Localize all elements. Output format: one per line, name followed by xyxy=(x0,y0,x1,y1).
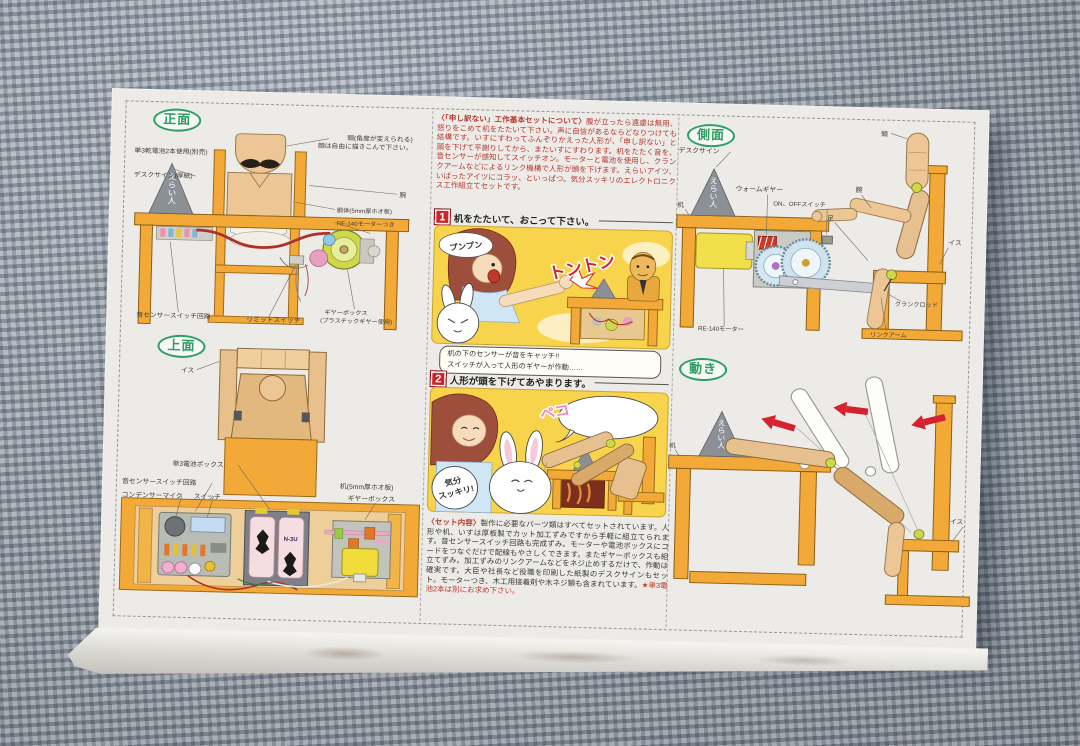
step1-rule xyxy=(598,220,673,224)
label-head-1: 頭(角度が変えられる) xyxy=(347,133,413,143)
battery-label: N-3U xyxy=(284,537,298,543)
side-view-chair-figure xyxy=(811,132,963,342)
contents-heading: 〈セット内容〉 xyxy=(427,517,481,528)
comic1-boss xyxy=(626,251,660,302)
movement-labels: 机 イス xyxy=(669,441,964,541)
step1-title: 机をたたいて、おこって下さい。 xyxy=(453,213,595,228)
comic2-chair xyxy=(617,436,665,515)
label-sensor-circuit: 音センサースイッチ回路 xyxy=(136,310,211,321)
red-arrow xyxy=(761,415,796,432)
impact-flash xyxy=(569,267,598,289)
sfx-punpun: プンプン xyxy=(449,239,483,252)
label-desk: 机 xyxy=(677,200,684,209)
label-body: 胴体(5mm厚ホオ板) xyxy=(337,206,392,215)
label-gearbox: ギヤーボックス xyxy=(348,495,396,504)
step2-title: 人形が頭を下げてあやまります。 xyxy=(449,375,592,390)
label-sensor-circuit: 音センサースイッチ回路 xyxy=(122,476,197,487)
comic2-relief-bubble: 気分 スッキリ! xyxy=(431,466,479,510)
desk-sign: えらい人 xyxy=(148,162,194,215)
solid-figure-bowing xyxy=(725,437,925,577)
label-motor: RE-140モーター xyxy=(698,324,744,333)
red-arrow xyxy=(833,401,869,417)
label-limit-switch: リミットスイッチ xyxy=(246,316,300,325)
movement-sign-text: えらい人 xyxy=(716,419,726,449)
front-view-labels: 頭(角度が変えられる) 顔は自由に描きこんで下さい。 単3乾電池2本使用(別売)… xyxy=(134,133,413,327)
label-arm: 腕 xyxy=(856,185,863,194)
battery-pattern xyxy=(255,529,270,554)
label-chair: イス xyxy=(948,239,962,247)
label-crank-rod: クランクロッド xyxy=(895,301,938,309)
movement-chair xyxy=(884,395,970,607)
label-worm-gear: ウォームギヤー xyxy=(736,185,784,194)
label-switch: スイッチ xyxy=(194,493,222,502)
label-batteries: 単3乾電池2本使用(別売) xyxy=(134,146,207,157)
step1-number: 1 xyxy=(434,209,451,225)
side-sign-text: えらい人 xyxy=(709,177,719,208)
top-view-chair xyxy=(217,347,327,498)
top-view-gearbox xyxy=(324,520,392,583)
battery-box: N-3U xyxy=(242,507,310,587)
label-link-arm: リンクアーム xyxy=(870,332,907,340)
label-chair: イス xyxy=(181,366,195,374)
contents-body: 製作に必要なパーツ類はすべてセットされています。人形や机、いすは厚板製でカット加… xyxy=(425,518,670,590)
onoff-switch xyxy=(821,235,833,245)
front-view-desk xyxy=(134,212,410,331)
label-desk: 机(5mm厚ホオ板) xyxy=(340,482,394,492)
comic1-speech: プンプン xyxy=(438,232,494,258)
desk-sign-text: えらい人 xyxy=(166,173,176,205)
label-arm: 腕 xyxy=(399,190,406,199)
front-view-diagram: えらい人 頭(角度が変えられる) 顔は自由に描きこんで下さい。 単3乾電池2本使… xyxy=(134,133,413,331)
comic2-rabbit xyxy=(489,430,552,514)
label-gearbox: ギヤーボックス xyxy=(324,308,367,317)
comic-panel-1: プンプン トントン xyxy=(431,224,673,350)
printed-panel: 正面 xyxy=(117,103,972,634)
side-view-desk: えらい人 xyxy=(676,167,833,331)
side-desk-sign xyxy=(690,167,736,217)
label-desk-sign: デスクサイン(厚紙) xyxy=(134,170,193,180)
label-gearbox-note: (プラスチックギヤー使用) xyxy=(320,317,392,327)
label-motor: RE-140モーターつき xyxy=(337,219,395,228)
red-arrow xyxy=(911,414,946,430)
label-head: 頭 xyxy=(881,130,888,138)
label-switch: ON、OFFスイッチ xyxy=(773,201,826,209)
comic1-rabbit xyxy=(436,282,480,344)
side-view-diagram: えらい人 xyxy=(676,130,963,342)
label-chair: イス xyxy=(950,518,964,526)
side-view-mechanism xyxy=(695,229,890,299)
figure-head xyxy=(905,132,930,191)
front-view-mechanism xyxy=(155,225,381,302)
label-desk: 机 xyxy=(669,441,676,450)
label-leg: 足 xyxy=(827,215,834,223)
label-head-2: 顔は自由に描きこんで下さい。 xyxy=(318,141,413,152)
label-battery-box: 単3電池ボックス xyxy=(172,459,224,469)
side-view-labels: 頭 デスクサイン 机 ウォームギヤー ON、OFFスイッチ 腕 足 イス xyxy=(677,130,962,340)
wires xyxy=(187,574,348,591)
comic-panel-2: ペコ xyxy=(427,386,669,518)
sfx-peko: ペコ xyxy=(539,403,571,424)
top-view-diagram: N-3U イス xyxy=(118,347,421,598)
contents-paragraph: 〈セット内容〉製作に必要なパーツ類はすべてセットされています。人形や机、いすは厚… xyxy=(425,517,669,600)
mustache xyxy=(240,158,281,169)
label-desk-sign: デスクサイン xyxy=(679,146,720,156)
intro-body: 腹が立ったら遠慮は無用、怒りをこめて机をたたいて下さい。声に自信があるならどなり… xyxy=(435,117,678,192)
kit-box-back-panel: 正面 xyxy=(98,88,990,650)
circuit-board xyxy=(157,511,232,577)
step2-number: 2 xyxy=(430,371,446,387)
top-view-labels: イス 単3電池ボックス 音センサースイッチ回路 コンデンサーマイク スイッチ 机… xyxy=(122,361,396,520)
comic1-desk xyxy=(566,278,664,347)
label-mic: コンデンサーマイク xyxy=(122,490,183,500)
intro-paragraph: 〈「申し訳ない」工作基本セットについて〉腹が立ったら遠慮は無用、怒りをこめて机を… xyxy=(436,113,678,196)
movement-diagram: えらい人 xyxy=(668,376,970,607)
sfx-relief-1: 気分 xyxy=(444,475,464,488)
comic2-puppet xyxy=(534,431,647,500)
step2-rule xyxy=(594,382,669,386)
